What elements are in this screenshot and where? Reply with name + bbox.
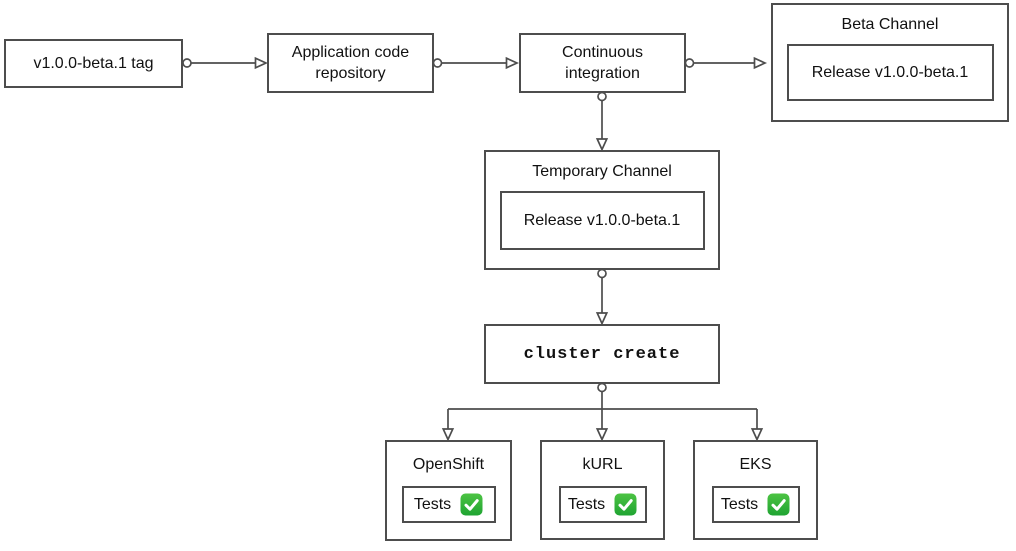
node-beta-channel: Beta Channel Release v1.0.0-beta.1 xyxy=(771,3,1009,122)
check-mark-button-icon xyxy=(460,493,483,516)
node-app-code-repository-label-line2: repository xyxy=(315,65,386,82)
kurl-tests-label: Tests xyxy=(567,496,606,513)
eks-tests-box: Tests xyxy=(711,486,800,523)
node-app-code-repository-label-line1: Application code xyxy=(291,44,410,61)
node-openshift: OpenShift Tests xyxy=(385,440,512,541)
eks-title: EKS xyxy=(739,456,772,473)
node-continuous-integration-label-line1: Continuous xyxy=(562,44,643,61)
beta-channel-release-box: Release v1.0.0-beta.1 xyxy=(786,44,994,101)
node-version-tag-label: v1.0.0-beta.1 tag xyxy=(33,55,154,72)
node-continuous-integration: Continuous integration xyxy=(519,33,686,93)
connector-tag-to-repo xyxy=(182,56,269,70)
connector-temp-channel-to-cluster-create xyxy=(595,268,609,326)
eks-tests-label: Tests xyxy=(720,496,759,513)
node-cluster-create: cluster create xyxy=(484,324,720,384)
node-app-code-repository: Application code repository xyxy=(267,33,434,93)
check-mark-button-icon xyxy=(767,493,790,516)
temporary-channel-release-box: Release v1.0.0-beta.1 xyxy=(499,191,705,250)
connector-ci-to-beta-channel xyxy=(684,56,768,70)
openshift-title: OpenShift xyxy=(412,456,485,473)
kurl-tests-box: Tests xyxy=(558,486,647,523)
check-mark-button-icon xyxy=(614,493,637,516)
openshift-tests-label: Tests xyxy=(413,496,452,513)
beta-channel-title: Beta Channel xyxy=(841,16,939,33)
connector-ci-to-temp-channel xyxy=(595,91,609,152)
temporary-channel-release-label: Release v1.0.0-beta.1 xyxy=(523,212,681,229)
node-temporary-channel: Temporary Channel Release v1.0.0-beta.1 xyxy=(484,150,720,270)
openshift-tests-box: Tests xyxy=(401,486,496,523)
kurl-title: kURL xyxy=(582,456,623,473)
connector-cluster-create-to-clusters xyxy=(441,382,764,442)
cluster-create-label: cluster create xyxy=(523,344,681,364)
connector-repo-to-ci xyxy=(432,56,520,70)
temporary-channel-title: Temporary Channel xyxy=(532,163,672,180)
beta-channel-release-label: Release v1.0.0-beta.1 xyxy=(811,64,969,81)
node-continuous-integration-label-line2: integration xyxy=(565,65,640,82)
node-kurl: kURL Tests xyxy=(540,440,665,540)
node-version-tag: v1.0.0-beta.1 tag xyxy=(4,39,183,88)
node-eks: EKS Tests xyxy=(693,440,818,540)
